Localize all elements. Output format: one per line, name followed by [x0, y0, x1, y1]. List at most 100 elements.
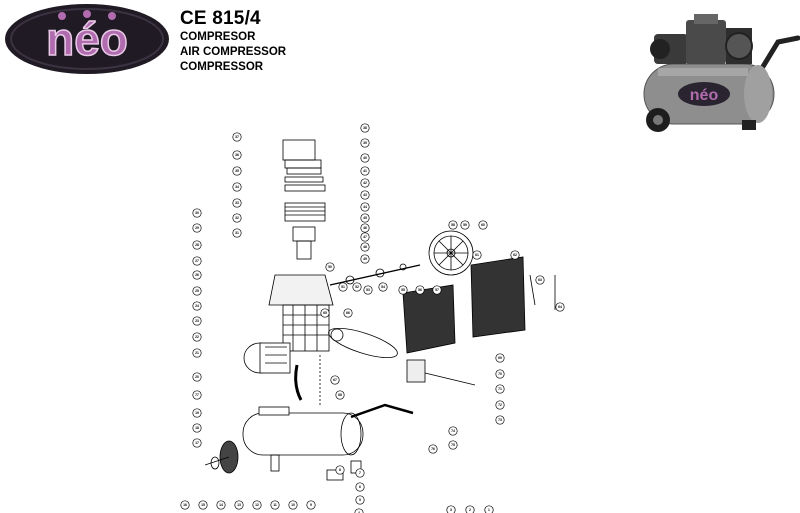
callout-circle [216, 500, 226, 510]
part-callout-71: 71 [495, 384, 505, 394]
callout-number: 29 [195, 226, 199, 230]
callout-circle [448, 440, 458, 450]
callout-number: 44 [363, 205, 367, 209]
callout-circle [460, 220, 470, 230]
diagram-drawing [204, 139, 556, 481]
callout-circle [465, 505, 475, 513]
callout-number: 50 [328, 265, 332, 269]
callout-number: 45 [363, 216, 367, 220]
part-callout-63: 63 [535, 275, 545, 285]
callout-circle [192, 208, 202, 218]
title-line-en: AIR COMPRESSOR [180, 46, 287, 58]
part-callout-74: 74 [448, 426, 458, 436]
part-callout-33: 33 [232, 198, 242, 208]
part-callout-13: 13 [234, 500, 244, 510]
part-callout-64: 64 [555, 302, 565, 312]
callout-circle [472, 250, 482, 260]
callout-number: 3 [450, 508, 452, 512]
part-callout-66: 66 [343, 308, 353, 318]
callout-number: 69 [498, 356, 502, 360]
callout-circle [495, 384, 505, 394]
callout-number: 36 [235, 153, 239, 157]
exploded-parts-diagram: 3736353433323130292827262524232221203839… [180, 123, 565, 513]
callout-circle [192, 423, 202, 433]
callout-circle [335, 465, 345, 475]
part-callout-49: 49 [360, 254, 370, 264]
callout-circle [555, 302, 565, 312]
part-callout-62: 62 [510, 250, 520, 260]
callout-number: 17 [195, 441, 199, 445]
part-callout-15: 15 [198, 500, 208, 510]
callout-number: 33 [235, 201, 239, 205]
part-callout-50: 50 [325, 262, 335, 272]
callout-number: 73 [498, 418, 502, 422]
callout-number: 6 [359, 485, 361, 489]
callout-number: 40 [363, 156, 367, 160]
callout-circle [510, 250, 520, 260]
callout-circle [192, 316, 202, 326]
callout-circle [484, 505, 494, 513]
part-callout-8: 8 [335, 465, 345, 475]
callout-circle [360, 242, 370, 252]
part-callout-20: 20 [192, 372, 202, 382]
callout-number: 32 [235, 216, 239, 220]
callout-circle [432, 285, 442, 295]
svg-text:néo: néo [690, 87, 719, 104]
callout-circle [232, 132, 242, 142]
callout-circle [495, 415, 505, 425]
part-callout-59: 59 [460, 220, 470, 230]
callout-circle [448, 220, 458, 230]
callout-number: 64 [558, 305, 562, 309]
callout-circle [415, 285, 425, 295]
part-callout-44: 44 [360, 202, 370, 212]
callout-circle [192, 286, 202, 296]
neo-logo: néo [5, 4, 169, 74]
callout-circle [330, 375, 340, 385]
callout-circle [270, 500, 280, 510]
part-callout-53: 53 [363, 285, 373, 295]
callout-number: 28 [195, 243, 199, 247]
callout-number: 60 [481, 223, 485, 227]
part-callout-47: 47 [360, 232, 370, 242]
part-callout-75: 75 [448, 440, 458, 450]
part-callout-23: 23 [192, 316, 202, 326]
callout-circle [448, 426, 458, 436]
callout-circle [343, 308, 353, 318]
part-callout-3: 3 [446, 505, 456, 513]
part-callout-52: 52 [352, 282, 362, 292]
part-callout-67: 67 [330, 375, 340, 385]
callout-number: 20 [195, 375, 199, 379]
part-callout-29: 29 [192, 223, 202, 233]
callout-circle [360, 123, 370, 133]
part-callout-37: 37 [232, 132, 242, 142]
callout-circle [360, 202, 370, 212]
callout-circle [535, 275, 545, 285]
part-callout-4: 4 [354, 508, 364, 513]
part-callout-12: 12 [252, 500, 262, 510]
callout-number: 74 [451, 429, 455, 433]
callout-circle [378, 282, 388, 292]
part-callout-40: 40 [360, 153, 370, 163]
callout-number: 42 [363, 181, 367, 185]
callout-circle [232, 198, 242, 208]
part-callout-35: 35 [232, 166, 242, 176]
callout-circle [192, 438, 202, 448]
part-callout-43: 43 [360, 190, 370, 200]
callout-number: 37 [235, 135, 239, 139]
callout-number: 1 [488, 508, 490, 512]
callout-circle [398, 285, 408, 295]
part-callout-73: 73 [495, 415, 505, 425]
part-callout-54: 54 [378, 282, 388, 292]
callout-circle [288, 500, 298, 510]
callout-circle [360, 213, 370, 223]
part-callout-19: 19 [192, 408, 202, 418]
part-callout-28: 28 [192, 240, 202, 250]
callout-circle [360, 166, 370, 176]
callout-number: 4 [358, 511, 360, 513]
callout-circle [355, 482, 365, 492]
callout-circle [335, 390, 345, 400]
callout-number: 51 [341, 285, 345, 289]
callout-circle [232, 228, 242, 238]
part-callout-46: 46 [360, 223, 370, 233]
part-callout-48: 48 [360, 242, 370, 252]
